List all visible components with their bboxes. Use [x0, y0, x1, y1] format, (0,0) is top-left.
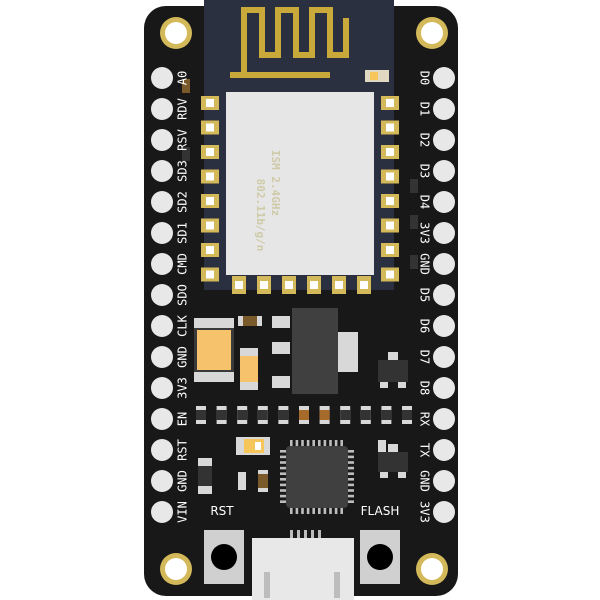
right-pin-label: D3 [418, 164, 432, 178]
right-pin-12[interactable] [433, 439, 455, 461]
left-pin-label: CLK [176, 314, 190, 336]
tantalum-capacitor [194, 318, 234, 382]
right-pin-0[interactable] [433, 67, 455, 89]
right-pin-label: TX [418, 443, 432, 458]
power-led [236, 437, 270, 455]
usb-serial-chip [280, 440, 354, 514]
left-pin-label: SD1 [176, 222, 190, 244]
right-pin-label: D8 [418, 381, 432, 395]
mounting-holes [160, 17, 448, 585]
rf-shield [226, 92, 374, 275]
left-pin-14[interactable] [151, 501, 173, 523]
left-pin-1[interactable] [151, 98, 173, 120]
right-pin-label: D2 [418, 133, 432, 147]
left-pin-11[interactable] [151, 408, 173, 430]
left-header [151, 67, 173, 523]
right-header [433, 67, 455, 523]
left-pin-label: GND [176, 470, 190, 492]
rst-label: RST [210, 504, 234, 518]
voltage-regulator [292, 308, 358, 394]
right-pin-label: 3V3 [418, 501, 432, 523]
left-pin-label: RST [176, 439, 190, 461]
right-pin-label: D4 [418, 195, 432, 209]
left-pin-label: VIN [176, 501, 190, 523]
right-pin-8[interactable] [433, 315, 455, 337]
right-pin-label: D1 [418, 102, 432, 116]
left-pin-label: A0 [176, 71, 190, 85]
left-pin-label: SD3 [176, 160, 190, 182]
right-pin-2[interactable] [433, 129, 455, 151]
rst-button[interactable] [204, 530, 244, 584]
right-pin-6[interactable] [433, 253, 455, 275]
left-pin-3[interactable] [151, 160, 173, 182]
antenna-trace [241, 7, 349, 75]
left-pin-4[interactable] [151, 191, 173, 213]
left-pin-12[interactable] [151, 439, 173, 461]
left-pin-label: CMD [176, 253, 190, 275]
right-pin-label: RX [418, 412, 432, 427]
left-pin-label: RDV [176, 98, 190, 120]
left-pin-0[interactable] [151, 67, 173, 89]
flash-button[interactable] [360, 530, 400, 584]
right-pin-10[interactable] [433, 377, 455, 399]
left-pin-6[interactable] [151, 253, 173, 275]
module-text-1: ISM 2.4GHz [269, 150, 282, 216]
left-pin-7[interactable] [151, 284, 173, 306]
left-pin-10[interactable] [151, 377, 173, 399]
right-pin-label: D7 [418, 350, 432, 364]
right-pin-9[interactable] [433, 346, 455, 368]
left-pin-9[interactable] [151, 346, 173, 368]
resistor-row [196, 406, 412, 424]
right-pin-13[interactable] [433, 470, 455, 492]
right-pin-label: GND [418, 253, 432, 275]
flash-label: FLASH [361, 504, 400, 518]
left-pin-5[interactable] [151, 222, 173, 244]
left-pin-label: SDO [176, 284, 190, 306]
right-pin-5[interactable] [433, 222, 455, 244]
right-pin-label: GND [418, 470, 432, 492]
left-pin-label: SD2 [176, 191, 190, 213]
left-pin-8[interactable] [151, 315, 173, 337]
module-pads [201, 96, 399, 294]
micro-usb-connector[interactable] [252, 530, 354, 600]
right-pin-14[interactable] [433, 501, 455, 523]
left-pin-2[interactable] [151, 129, 173, 151]
transistor [378, 444, 408, 478]
module-text-2: 802.11b/g/n [254, 179, 267, 252]
right-pin-1[interactable] [433, 98, 455, 120]
right-pin-3[interactable] [433, 160, 455, 182]
right-pin-label: D0 [418, 71, 432, 85]
left-pin-label: 3V3 [176, 377, 190, 399]
left-pin-label: GND [176, 346, 190, 368]
transistor [378, 352, 408, 388]
right-pin-11[interactable] [433, 408, 455, 430]
esp-module: ISM 2.4GHz 802.11b/g/n [204, 0, 394, 290]
right-pin-label: D6 [418, 319, 432, 333]
right-pin-7[interactable] [433, 284, 455, 306]
right-pin-label: 3V3 [418, 222, 432, 244]
left-pin-13[interactable] [151, 470, 173, 492]
left-pin-label: EN [176, 412, 190, 426]
right-pin-label: D5 [418, 288, 432, 302]
left-pin-label: RSV [176, 129, 190, 151]
right-pin-4[interactable] [433, 191, 455, 213]
